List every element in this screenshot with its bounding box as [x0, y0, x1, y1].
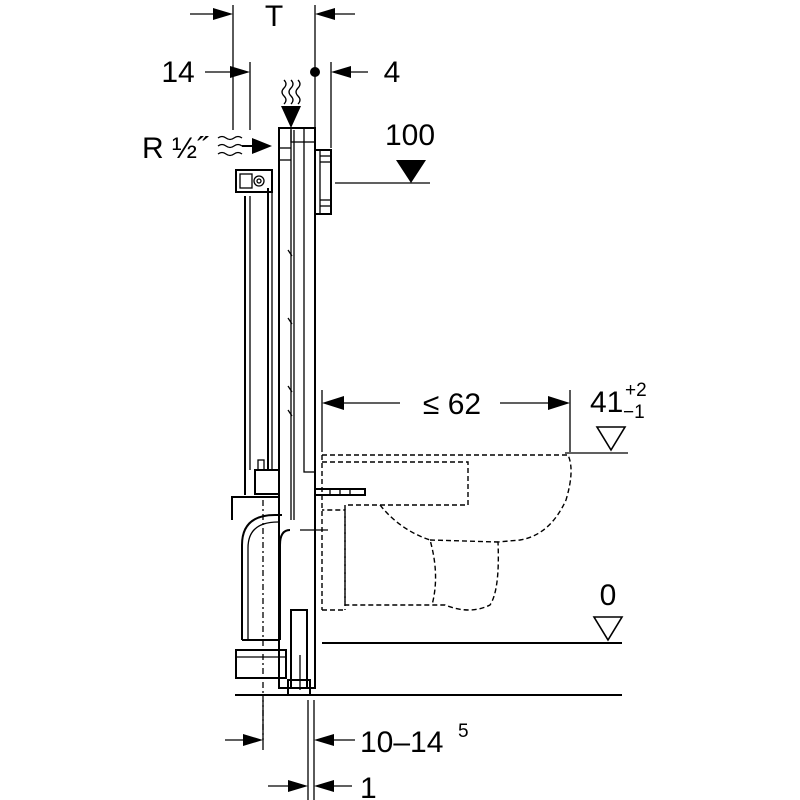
- installation-frame: [231, 127, 366, 740]
- dimension-4: 4: [310, 56, 400, 148]
- dimension-depth: T: [190, 0, 355, 130]
- offset-14-label: 14: [161, 56, 194, 89]
- water-inlet-arrow-icon: [252, 138, 272, 154]
- range-superscript: 5: [458, 721, 469, 742]
- dimension-gap: 1: [268, 772, 377, 800]
- flush-air-icon: [281, 79, 301, 128]
- floor-triangle-open-icon: [592, 616, 624, 642]
- range-label: 10–14: [360, 726, 443, 759]
- offset-4-label: 4: [384, 56, 401, 89]
- water-connection-label: R ½˝: [142, 132, 209, 165]
- height-100-label: 100: [385, 119, 435, 152]
- seat-height-marker: 41 +2 −1: [565, 380, 647, 454]
- seat-height-label: 41: [590, 386, 623, 419]
- level-triangle-solid-icon: [396, 160, 426, 183]
- reference-dot-icon: [310, 67, 320, 77]
- floor-level-label: 0: [600, 579, 617, 612]
- wc-bowl-outline: [321, 454, 572, 611]
- gap-label: 1: [360, 772, 377, 800]
- dimension-projection: ≤ 62: [321, 388, 571, 452]
- projection-label: ≤ 62: [423, 388, 481, 421]
- level-triangle-open-icon: [595, 426, 627, 452]
- water-connection: R ½˝: [142, 132, 272, 165]
- dimension-14: 14: [161, 56, 251, 130]
- depth-label: T: [265, 0, 283, 33]
- seat-height-tol-minus: −1: [623, 402, 645, 423]
- seat-height-tol-plus: +2: [625, 380, 647, 401]
- dimension-range: 10–14 5: [225, 700, 469, 800]
- height-100-marker: 100: [335, 119, 435, 184]
- floor-level-marker: 0: [592, 579, 624, 642]
